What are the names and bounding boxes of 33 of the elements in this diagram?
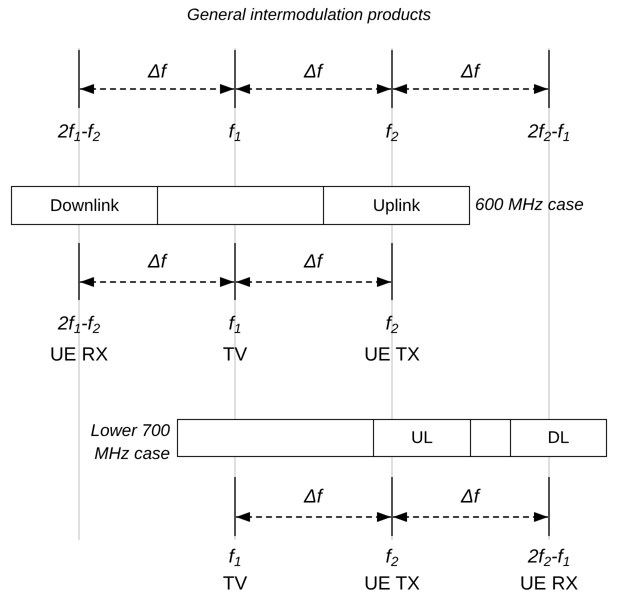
band-label: UL	[410, 428, 434, 448]
frequency-label: f$_{2}$	[386, 122, 398, 144]
frequency-label: f$_{1}$	[228, 314, 242, 336]
frequency-label: f$_{1}$	[228, 548, 242, 568]
delta-label: Δf	[304, 252, 322, 272]
frequency-label: UE TX	[364, 574, 420, 594]
frequency-label: 2f$_{1}$-f$_{2}$	[58, 122, 100, 144]
case-label: 600 MHz case	[475, 194, 584, 216]
frequency-label: UE RX	[520, 574, 578, 594]
band-label: Uplink	[372, 196, 422, 216]
band-segment	[373, 419, 471, 457]
band-label: DL	[546, 428, 570, 448]
frequency-label: 2f$_{2}$-f$_{1}$	[528, 548, 570, 568]
frequency-label: TV	[222, 346, 248, 364]
delta-label: Δf	[304, 488, 322, 506]
frequency-label: 2f$_{1}$-f$_{2}$	[58, 314, 100, 336]
case-label: Lower 700 MHz case	[90, 420, 170, 465]
delta-label: Δf	[460, 488, 480, 506]
frequency-label: TV	[222, 574, 248, 594]
delta-label: Δf	[304, 62, 322, 82]
frequency-label: UE RX	[50, 346, 108, 364]
delta-label: Δf	[148, 252, 166, 272]
delta-label: Δf	[148, 62, 166, 82]
frequency-label: f$_{2}$	[386, 314, 398, 336]
band-bar	[11, 186, 470, 225]
frequency-label: UE TX	[364, 346, 420, 364]
band-bar	[177, 419, 607, 457]
band-label: Downlink	[49, 196, 120, 216]
frequency-label: 2f$_{2}$-f$_{1}$	[528, 122, 570, 144]
frequency-label: f$_{1}$	[228, 122, 242, 144]
delta-label: Δf	[460, 62, 480, 82]
frequency-label: f$_{2}$	[386, 548, 398, 568]
title: General intermodulation products	[186, 6, 432, 25]
